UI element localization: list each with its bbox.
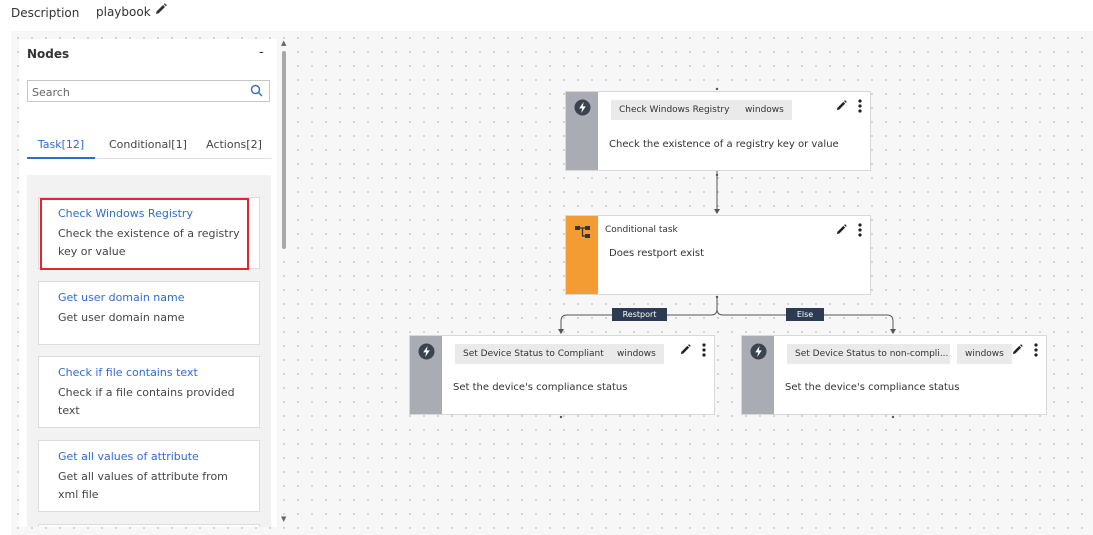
node-type-tabs: Task[12] Conditional[1] Actions[2] [27, 135, 271, 159]
node-tag-chip: windows [609, 344, 664, 364]
pencil-icon[interactable] [155, 3, 167, 15]
flow-node-conditional[interactable]: Conditional task Does restport exist [565, 215, 871, 295]
node-description: Set the device's compliance status [785, 382, 960, 393]
pencil-icon[interactable] [680, 344, 691, 355]
scroll-thumb[interactable] [282, 51, 286, 249]
description-value: playbook [96, 5, 151, 19]
node-item-title: Check Windows Registry [58, 207, 193, 220]
node-tag-chip: windows [737, 100, 792, 120]
node-item-title: Get all values of attribute [58, 450, 199, 463]
kebab-icon[interactable] [702, 343, 706, 357]
flow-node-set-non-compliant[interactable]: Set Device Status to non-compli... windo… [741, 335, 1047, 415]
node-tag-chip: windows [957, 344, 1012, 364]
list-item[interactable]: Check if file contains text Check if a f… [38, 356, 260, 428]
scroll-down-icon[interactable]: ▼ [281, 515, 287, 523]
description-label: Description [11, 6, 80, 20]
list-item[interactable] [38, 524, 260, 527]
tab-conditional[interactable]: Conditional[1] [109, 138, 187, 151]
branch-icon [575, 226, 590, 238]
search-icon[interactable] [250, 84, 263, 97]
tab-actions[interactable]: Actions[2] [206, 138, 262, 151]
bolt-icon [574, 99, 591, 116]
node-title-chip: Set Device Status to non-compli... [787, 344, 950, 364]
pencil-icon[interactable] [836, 100, 847, 111]
bolt-icon [750, 343, 767, 360]
node-item-desc: Check if a file contains provided text [58, 386, 235, 417]
node-title-chip: Check Windows Registry [611, 100, 738, 120]
node-strip [742, 336, 774, 414]
kebab-icon[interactable] [858, 99, 862, 113]
node-strip [410, 336, 442, 414]
search-field [27, 80, 270, 103]
tab-task[interactable]: Task[12] [27, 138, 95, 159]
node-item-desc: Get user domain name [58, 311, 185, 324]
node-strip [566, 216, 598, 294]
panel-title: Nodes [27, 47, 70, 61]
node-description: Check the existence of a registry key or… [609, 139, 839, 150]
kebab-icon[interactable] [858, 223, 862, 237]
node-description: Set the device's compliance status [453, 382, 628, 393]
node-item-title: Check if file contains text [58, 366, 198, 379]
scroll-up-icon[interactable]: ▲ [281, 39, 287, 47]
nodes-panel: Nodes - Task[12] Conditional[1] Actions[… [19, 39, 277, 527]
node-item-desc: Get all values of attribute from xml fil… [58, 470, 228, 501]
node-item-desc: Check the existence of a registry key or… [58, 227, 240, 258]
list-item[interactable]: Get user domain name Get user domain nam… [38, 281, 260, 345]
list-item[interactable]: Check Windows Registry Check the existen… [38, 197, 260, 269]
node-strip [566, 92, 598, 170]
panel-scrollbar[interactable]: ▲ ▼ [280, 39, 288, 527]
edge-label-restport[interactable]: Restport [612, 308, 667, 321]
pencil-icon[interactable] [1012, 344, 1023, 355]
list-item[interactable]: Get all values of attribute Get all valu… [38, 440, 260, 512]
flow-node-set-compliant[interactable]: Set Device Status to Compliant windows S… [409, 335, 715, 415]
edge-label-else[interactable]: Else [786, 308, 824, 321]
node-description: Does restport exist [609, 248, 705, 259]
node-title-chip: Set Device Status to Compliant [455, 344, 612, 364]
flow-node-check-registry[interactable]: Check Windows Registry windows Check the… [565, 91, 871, 171]
bolt-icon [418, 343, 435, 360]
node-type-label: Conditional task [605, 225, 678, 235]
collapse-button[interactable]: - [259, 45, 264, 60]
node-item-title: Get user domain name [58, 291, 185, 304]
node-list: Check Windows Registry Check the existen… [27, 175, 271, 527]
pencil-icon[interactable] [836, 224, 847, 235]
kebab-icon[interactable] [1034, 343, 1038, 357]
search-input[interactable] [28, 82, 238, 103]
